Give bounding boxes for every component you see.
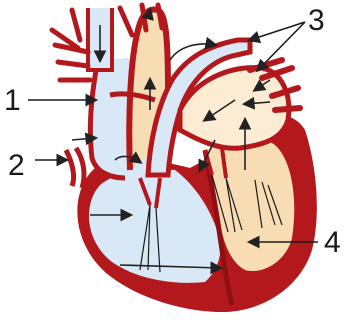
label-4: 4 (324, 226, 341, 259)
inferior-vena-cava (66, 148, 84, 188)
label-3: 3 (308, 4, 325, 37)
vessel-branches-left (52, 10, 90, 80)
label-2: 2 (8, 149, 25, 182)
label-1: 1 (4, 84, 21, 117)
